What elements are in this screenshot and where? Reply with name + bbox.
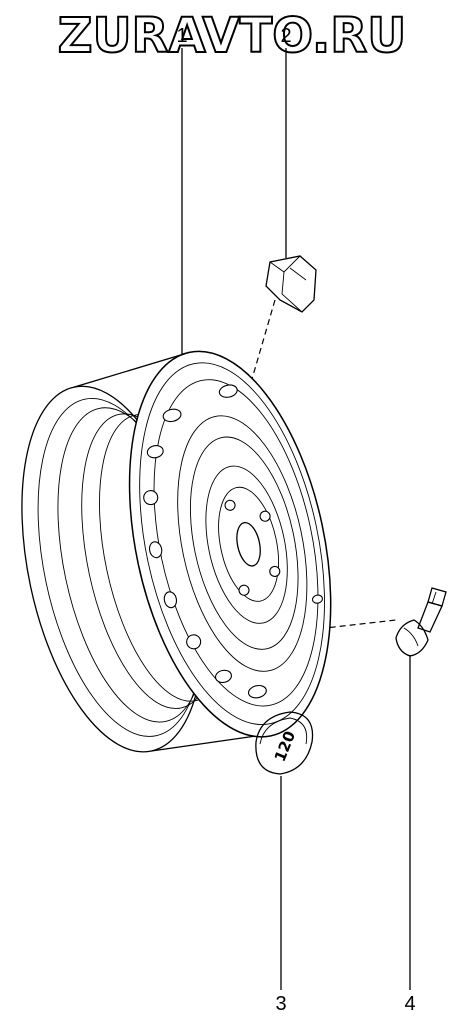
callout-2-label: 2 <box>280 25 291 47</box>
balance-weight <box>265 255 317 313</box>
callout-1-label: 1 <box>176 25 187 47</box>
assembly-line-valve <box>289 619 397 633</box>
steel-wheel <box>21 350 332 753</box>
assembly-line-weight <box>235 299 276 435</box>
callout-4-label: 4 <box>404 993 415 1015</box>
tire-valve <box>395 587 447 657</box>
callout-3-label: 3 <box>275 993 286 1015</box>
watermark-text: ZURAVTO.RU <box>58 8 406 64</box>
